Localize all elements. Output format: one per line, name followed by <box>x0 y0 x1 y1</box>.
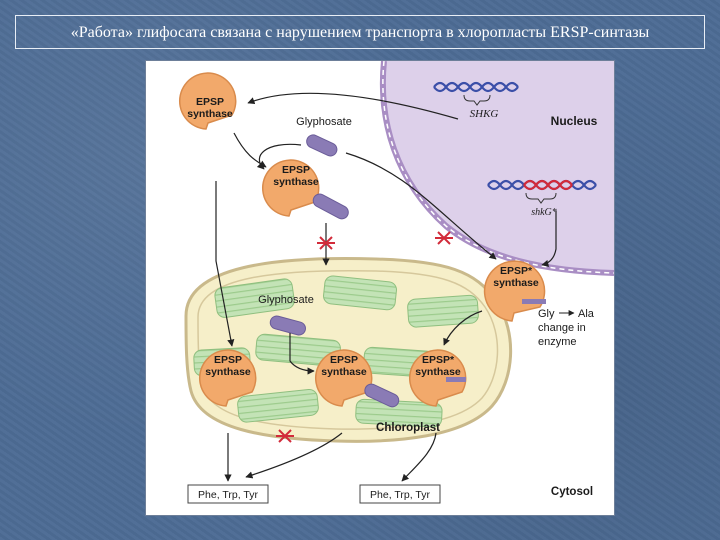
enzyme-label-2b: synthase <box>273 176 319 188</box>
cytosol-label: Cytosol <box>551 486 593 498</box>
mutant-label-2b: synthase <box>415 366 461 378</box>
glyphosate-label-cytosol: Glyphosate <box>296 116 352 128</box>
gene-label-shkg: SHKG <box>470 108 499 120</box>
chloroplast-label: Chloroplast <box>376 422 440 434</box>
pathway-arrows <box>215 92 557 482</box>
enzyme-label-2a: EPSP <box>282 164 310 176</box>
mutant-label-1a: EPSP* <box>500 265 533 277</box>
block-marks <box>276 231 453 443</box>
dna-helix-shkg-mutant <box>487 179 597 204</box>
enzyme-label-3a: EPSP <box>214 354 242 366</box>
glyphosate-molecule-chloroplast <box>269 315 306 336</box>
enzyme-label-1a: EPSP <box>196 96 224 108</box>
epsp-synthase-cytosol-free <box>179 72 237 130</box>
diagram-figure: SHKG Nucleus shkG* Chloroplast EPSP synt… <box>145 60 615 516</box>
enzyme-label-3b: synthase <box>205 366 251 378</box>
mutation-ala: Ala <box>578 308 595 320</box>
epsp-synthase-mutant-cytosol <box>483 260 546 322</box>
glyphosate-label-chloroplast: Glyphosate <box>258 294 314 306</box>
epsp-synthase-chloroplast-bound <box>315 349 400 408</box>
gene-label-shkg-mutant: shkG* <box>531 207 557 218</box>
dna-helix-shkg <box>433 81 519 106</box>
mutation-change: change in <box>538 322 586 334</box>
slide-title: «Работа» глифосата связана с нарушением … <box>70 24 650 41</box>
mutation-enzyme: enzyme <box>538 336 577 348</box>
enzyme-label-1b: synthase <box>187 108 233 120</box>
enzyme-label-4a: EPSP <box>330 354 358 366</box>
product-label-right: Phe, Trp, Tyr <box>370 489 430 501</box>
epsp-synthase-chloroplast-free <box>199 349 257 407</box>
mutant-label-2a: EPSP* <box>422 354 455 366</box>
product-box-left <box>187 484 269 504</box>
product-box-right <box>359 484 441 504</box>
slide-title-frame: «Работа» глифосата связана с нарушением … <box>15 15 705 49</box>
diagram-canvas: SHKG Nucleus shkG* Chloroplast EPSP synt… <box>146 61 614 515</box>
mutation-gly: Gly <box>538 308 555 320</box>
epsp-synthase-cytosol-bound <box>262 159 349 220</box>
enzyme-label-4b: synthase <box>321 366 367 378</box>
product-label-left: Phe, Trp, Tyr <box>198 489 258 501</box>
epsp-synthase-mutant-chloroplast <box>409 349 467 407</box>
mutant-label-1b: synthase <box>493 277 539 289</box>
nucleus-label: Nucleus <box>551 114 598 128</box>
glyphosate-molecule-cytosol <box>306 134 338 157</box>
